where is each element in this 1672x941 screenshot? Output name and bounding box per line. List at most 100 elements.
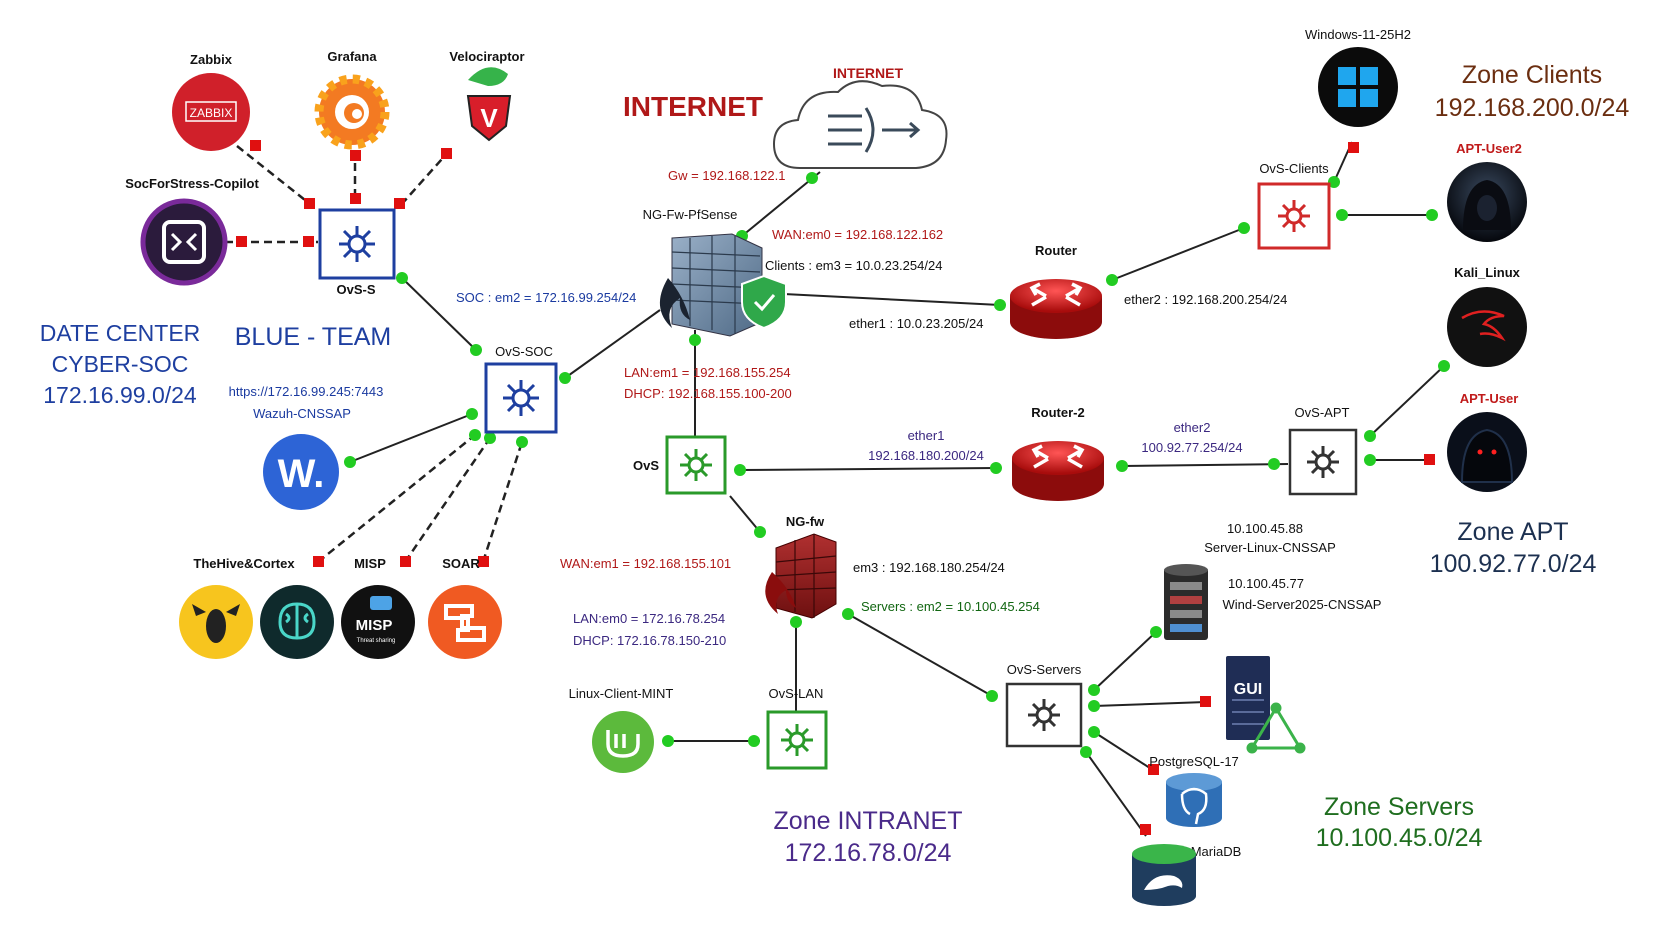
brain-icon bbox=[278, 602, 316, 640]
soc-zone-line2: CYBER-SOC bbox=[52, 351, 189, 377]
internet-cloud[interactable]: INTERNET bbox=[772, 65, 948, 169]
router-2[interactable]: Router-2 bbox=[1012, 405, 1104, 501]
gw-label: Gw = 192.168.122.1 bbox=[668, 168, 785, 183]
misp-node[interactable]: MISP MISP Threat sharing bbox=[341, 556, 415, 659]
soc-zone-line1: DATE CENTER bbox=[40, 320, 201, 346]
windows-logo-icon bbox=[1318, 47, 1398, 127]
postgres-db-icon bbox=[1166, 773, 1222, 827]
wazuh-url-label: https://172.16.99.245:7443 bbox=[229, 384, 384, 399]
grafana-logo-icon bbox=[314, 74, 390, 150]
ngfw-firewall[interactable]: NG-fw bbox=[765, 514, 837, 619]
switch-hub-icon bbox=[1028, 699, 1060, 731]
link-ovs-soc-pfsense bbox=[564, 309, 661, 379]
switch-hub-icon bbox=[339, 226, 375, 262]
zone-apt-title: Zone APT bbox=[1457, 518, 1568, 546]
ovs-soc-switch[interactable]: OvS-SOC bbox=[484, 344, 558, 434]
router-label: Router bbox=[1035, 243, 1077, 258]
servers-em2-label: Servers : em2 = 10.100.45.254 bbox=[861, 599, 1040, 614]
postgres-label: PostgreSQL-17 bbox=[1149, 754, 1239, 769]
mariadb-node[interactable]: MariaDB bbox=[1132, 844, 1241, 906]
server-linux-node[interactable]: 10.100.45.88 Server-Linux-CNSSAP bbox=[1164, 521, 1336, 640]
ovs-lan-label: OvS-LAN bbox=[769, 686, 824, 701]
zabbix-node[interactable]: Zabbix ZABBIX bbox=[172, 52, 250, 151]
server-linux-ip: 10.100.45.88 bbox=[1227, 521, 1303, 536]
zone-servers-net: 10.100.45.0/24 bbox=[1316, 824, 1483, 852]
kali-node[interactable]: Kali_Linux bbox=[1447, 265, 1527, 367]
link-router2-ovs-apt bbox=[1121, 463, 1289, 467]
wazuh-logo-icon bbox=[263, 434, 339, 510]
arrows-icon bbox=[828, 107, 921, 153]
link-ovs-soc-misp bbox=[403, 437, 492, 563]
misp-logo-icon bbox=[341, 585, 415, 659]
ovs-soc-label: OvS-SOC bbox=[495, 344, 553, 359]
internet-title: INTERNET bbox=[623, 91, 763, 122]
pfsense-firewall[interactable]: NG-Fw-PfSense bbox=[643, 207, 787, 337]
r2-ether2-ip-label: 100.92.77.254/24 bbox=[1141, 440, 1242, 455]
server-linux-label: Server-Linux-CNSSAP bbox=[1204, 540, 1336, 555]
server-windows-ip: 10.100.45.77 bbox=[1228, 576, 1304, 591]
link-ovs-s-ovs-soc bbox=[401, 277, 477, 351]
socforstress-node[interactable]: SocForStress-Copilot bbox=[125, 176, 259, 286]
link-labels: Gw = 192.168.122.1 WAN:em0 = 192.168.122… bbox=[229, 168, 1288, 648]
em3-180-label: em3 : 192.168.180.254/24 bbox=[853, 560, 1005, 575]
windows-tiles-icon bbox=[1338, 67, 1378, 107]
velociraptor-label: Velociraptor bbox=[449, 49, 524, 64]
gui-server-icon bbox=[1226, 656, 1270, 740]
link-internet-pfsense bbox=[741, 171, 821, 237]
switch-hub-icon bbox=[1307, 446, 1339, 478]
server-windows-label: Wind-Server2025-CNSSAP bbox=[1223, 597, 1382, 612]
velociraptor-node[interactable]: Velociraptor V bbox=[449, 49, 525, 142]
velociraptor-logo-icon: V bbox=[466, 67, 512, 142]
svg-text:V: V bbox=[480, 103, 498, 133]
clients-em3-label: Clients : em3 = 10.0.23.254/24 bbox=[765, 258, 942, 273]
wazuh-node[interactable]: W. bbox=[263, 434, 339, 510]
windows-node[interactable]: Windows-11-25H2 bbox=[1305, 27, 1411, 127]
links bbox=[225, 141, 1445, 837]
gui-node[interactable]: GUI bbox=[1226, 656, 1306, 754]
misp-logo-subtext: Threat sharing bbox=[357, 638, 396, 644]
switch-hub-icon bbox=[781, 724, 813, 756]
link-ngfw-ovs-servers bbox=[847, 613, 993, 697]
soar-frame-icon bbox=[444, 604, 486, 642]
apt-user-node[interactable]: APT-User bbox=[1447, 391, 1527, 492]
ovs-clients-label: OvS-Clients bbox=[1259, 161, 1329, 176]
link-ovs-apt-kali bbox=[1369, 365, 1445, 437]
link-ovs-servers-gui bbox=[1093, 701, 1207, 707]
router-ether1-label: ether1 : 10.0.23.205/24 bbox=[849, 316, 983, 331]
grafana-node[interactable]: Grafana bbox=[314, 49, 390, 150]
mariadb-db-icon bbox=[1132, 844, 1196, 906]
ovs-lan-switch[interactable]: OvS-LAN bbox=[766, 686, 828, 770]
postgres-node[interactable]: PostgreSQL-17 bbox=[1149, 754, 1239, 827]
router2-label: Router-2 bbox=[1031, 405, 1084, 420]
apt-user2-node[interactable]: APT-User2 bbox=[1447, 141, 1527, 242]
r2-ether2-label: ether2 bbox=[1174, 420, 1211, 435]
zabbix-logo-box bbox=[185, 101, 237, 122]
ovs-clients-switch[interactable]: OvS-Clients bbox=[1257, 161, 1331, 250]
ovs-s-switch[interactable]: OvS-S bbox=[318, 208, 396, 297]
ovs-apt-switch[interactable]: OvS-APT bbox=[1288, 405, 1358, 496]
ngfw-label: NG-fw bbox=[786, 514, 825, 529]
ovs-servers-switch[interactable]: OvS-Servers bbox=[1005, 662, 1083, 748]
linux-mint-node[interactable]: Linux-Client-MINT bbox=[569, 686, 674, 773]
wan-em0-label: WAN:em0 = 192.168.122.162 bbox=[772, 227, 943, 242]
zone-clients-net: 192.168.200.0/24 bbox=[1435, 94, 1630, 122]
bee-icon bbox=[192, 604, 240, 643]
thehive-node[interactable]: TheHive&Cortex bbox=[179, 556, 295, 659]
thehive-label: TheHive&Cortex bbox=[193, 556, 295, 571]
grafana-label: Grafana bbox=[327, 49, 377, 64]
link-ovs-servers-postgres bbox=[1093, 731, 1157, 773]
cortex-node[interactable] bbox=[260, 585, 334, 659]
server-rack-icon bbox=[1164, 564, 1208, 640]
router-1[interactable]: Router bbox=[1010, 243, 1102, 339]
windows-label: Windows-11-25H2 bbox=[1305, 27, 1411, 42]
server-windows-node[interactable]: 10.100.45.77 Wind-Server2025-CNSSAP bbox=[1223, 576, 1382, 612]
router-icon bbox=[1012, 441, 1104, 501]
soc-em2-label: SOC : em2 = 172.16.99.254/24 bbox=[456, 290, 636, 305]
soar-node[interactable]: SOAR bbox=[428, 556, 502, 659]
ovs-switch[interactable]: OvS bbox=[633, 435, 727, 495]
zone-intranet-title: Zone INTRANET bbox=[774, 807, 963, 835]
socforstress-logo-icon bbox=[140, 198, 228, 286]
linux-mint-label: Linux-Client-MINT bbox=[569, 686, 674, 701]
switch-hub-icon bbox=[1278, 200, 1310, 232]
